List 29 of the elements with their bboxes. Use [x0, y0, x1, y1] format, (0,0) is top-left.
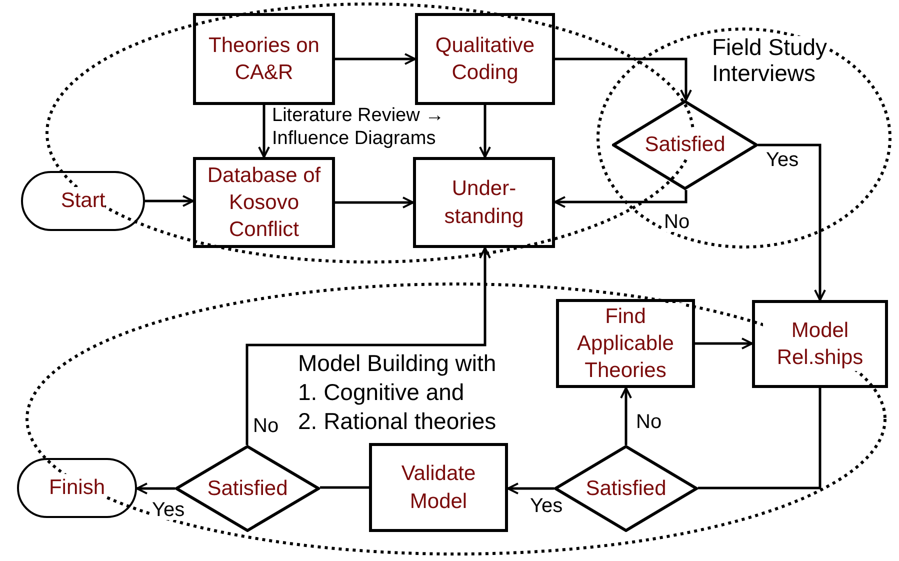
- process-box: Model Rel.ships: [752, 300, 888, 388]
- edge-label: Yes: [152, 500, 185, 520]
- arrow: [258, 105, 270, 158]
- arrow: [620, 387, 632, 445]
- process-box: Validate Model: [369, 443, 508, 532]
- decision-diamond: Satisfied: [612, 100, 758, 190]
- process-box: Theories on CA&R: [193, 13, 335, 105]
- region-title: Field Study: [712, 36, 828, 59]
- arrow: [335, 53, 416, 65]
- edge-label: No: [664, 212, 690, 232]
- region-title: Influence Diagrams: [272, 129, 436, 148]
- arrow: [695, 338, 753, 350]
- process-box: Find Applicable Theories: [556, 299, 695, 388]
- region-title: Model Building with: [298, 352, 496, 375]
- arrow: [335, 196, 414, 208]
- arrow: [246, 247, 491, 445]
- arrow: [507, 482, 554, 494]
- process-box: Qualitative Coding: [415, 13, 555, 105]
- arrow: [479, 105, 491, 158]
- process-box: Under- standing: [413, 157, 555, 248]
- arrow: [555, 58, 692, 101]
- terminal-pill: Finish: [17, 458, 137, 518]
- process-box: Database of Kosovo Conflict: [193, 157, 335, 248]
- arrow: [758, 144, 826, 301]
- arrow: [136, 482, 175, 494]
- arrow: [554, 190, 688, 208]
- terminal-pill: Start: [21, 171, 145, 231]
- arrow: [145, 195, 194, 207]
- region-title: 1. Cognitive and: [298, 381, 464, 404]
